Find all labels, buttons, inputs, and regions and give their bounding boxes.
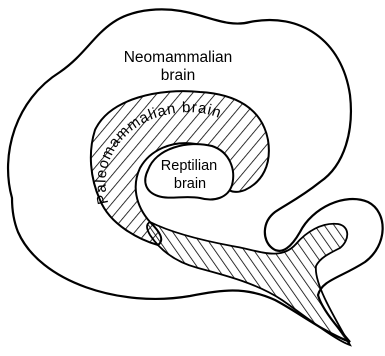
reptilian-label-line2: brain xyxy=(174,176,206,192)
neomammalian-label: Neomammalian xyxy=(124,49,233,66)
neomammalian-label-line2: brain xyxy=(161,67,195,84)
reptilian-label: Reptilian xyxy=(161,158,217,174)
